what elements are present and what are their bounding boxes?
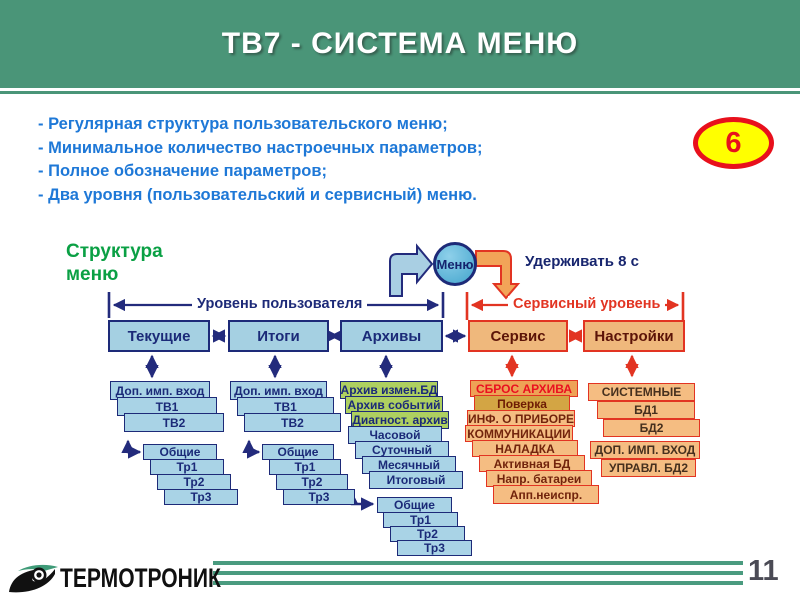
menu-item: Общие [143,444,217,460]
menu-item: СИСТЕМНЫЕ [588,383,695,401]
menu-item: НАЛАДКА [472,440,578,457]
menu-item: Тр3 [164,489,238,505]
menu-item: Тр3 [397,540,472,556]
menu-item: ДОП. ИМП. ВХОД [590,441,700,459]
menu-item: Диагност. архив [351,411,449,429]
menu-item: Поверка [474,395,570,412]
bullet-item: - Полное обозначение параметров; [38,162,328,180]
menu-item: Апп.неиспр. [493,485,599,504]
hold-hint-label: Удерживать 8 с [525,253,640,270]
company-logo-text: ТЕРМОТРОНИК [60,563,221,593]
menu-item: Тр1 [269,459,341,475]
bullet-item: - Регулярная структура пользовательского… [38,115,448,133]
menu-tab-totals: Итоги [228,320,329,352]
footer-stripe [213,581,743,585]
menu-item: УПРАВЛ. БД2 [601,459,696,477]
slide-number: 6 [725,126,742,159]
termotronik-logo-icon [9,564,58,593]
menu-elbow-arrow [389,243,434,297]
zigzag-arrow [242,439,261,459]
menu-item: Общие [377,497,452,513]
bullet-item: - Минимальное количество настроечных пар… [38,138,483,157]
menu-item: БД2 [603,419,700,437]
menu-item: Тр2 [390,526,465,542]
bullet-item: - Два уровня (пользовательский и сервисн… [38,185,477,204]
zigzag-arrow [121,439,142,459]
zigzag-arrow [345,491,375,511]
footer-stripe [213,571,743,575]
slide-header: ТВ7 - СИСТЕМА МЕНЮ [0,0,800,88]
user-level-label: Уровень пользователя [192,296,368,312]
menu-item: БД1 [597,401,695,419]
menu-tab-archives: Архивы [340,320,443,352]
menu-button: Меню [433,242,477,286]
menu-item: Тр2 [157,474,231,490]
menu-tab-settings: Настройки [583,320,685,352]
structure-label: Структура меню [66,241,163,285]
menu-tab-service: Сервис [468,320,568,352]
menu-item: Суточный [355,441,449,459]
menu-item: Тр1 [150,459,224,475]
page-number: 11 [748,555,779,587]
slide-number-badge: 6 [693,117,774,169]
footer-stripe [213,561,743,565]
bullet-list: - Регулярная структура пользовательского… [38,113,483,207]
menu-item: Общие [262,444,334,460]
page-title: ТВ7 - СИСТЕМА МЕНЮ [221,27,579,60]
menu-item: СБРОС АРХИВА [470,380,578,397]
menu-item: Доп. имп. вход [230,381,327,400]
menu-item: Итоговый [369,471,463,489]
menu-item: Тр3 [283,489,355,505]
menu-item: ТВ2 [124,413,224,432]
hold-elbow-arrow [475,250,521,300]
menu-tab-current: Текущие [108,320,210,352]
service-level-label: Сервисный уровень [508,296,666,312]
menu-item: ИНФ. О ПРИБОРЕ [467,410,575,427]
menu-item: ТВ2 [244,413,341,432]
menu-item: Тр2 [276,474,348,490]
header-divider [0,91,800,94]
